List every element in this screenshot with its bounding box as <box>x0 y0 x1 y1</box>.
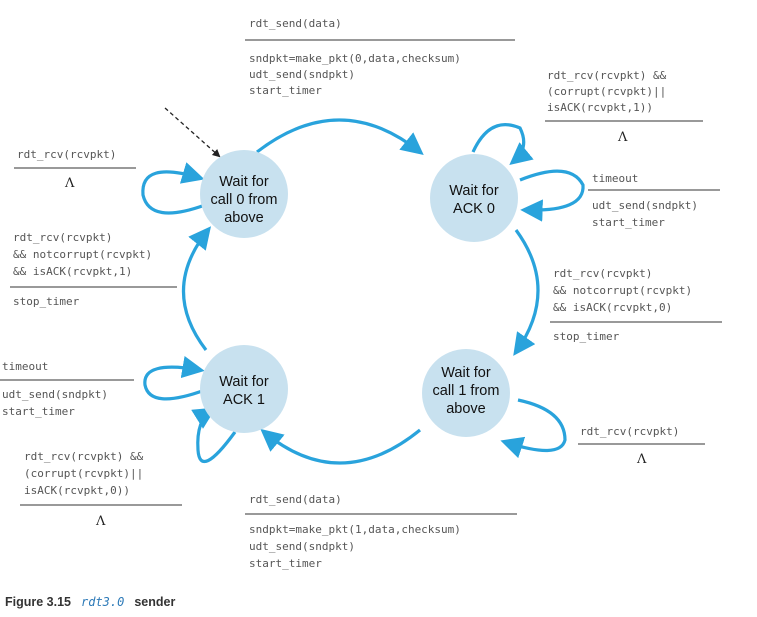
caption-suffix: sender <box>134 595 175 609</box>
state-wait-call1-line1: Wait for <box>441 365 491 381</box>
arrow-call0-to-ack0 <box>256 118 424 155</box>
transition-send0-action2: udt_send(sndpkt) <box>249 68 355 81</box>
transition-ack1-corrupt-event3: isACK(rcvpkt,0)) <box>24 484 130 497</box>
transition-ack0-recv-event2: && notcorrupt(rcvpkt) <box>553 284 692 297</box>
transition-send1-event: rdt_send(data) <box>249 493 342 506</box>
transition-ack1-timeout-action1: udt_send(sndpkt) <box>2 388 108 401</box>
transition-ack1-recv-event3: && isACK(rcvpkt,1) <box>13 265 132 278</box>
transition-ack0-recv-action: stop_timer <box>553 330 620 343</box>
transition-ack1-corrupt-action: Λ <box>95 514 106 529</box>
initial-state-arrow <box>164 107 221 158</box>
loop-ack1-left <box>143 355 206 401</box>
transition-send1-action1: sndpkt=make_pkt(1,data,checksum) <box>249 523 461 536</box>
transition-ack1-timeout-event: timeout <box>2 360 48 373</box>
transition-ack1-recv: rdt_rcv(rcvpkt) && notcorrupt(rcvpkt) &&… <box>10 231 177 308</box>
transition-ack0-timeout-action2: start_timer <box>592 216 665 229</box>
transition-send0-action3: start_timer <box>249 84 322 97</box>
caption-code: rdt3.0 <box>81 595 124 609</box>
state-wait-call0-line1: Wait for <box>219 174 269 190</box>
transition-send1-action2: udt_send(sndpkt) <box>249 540 355 553</box>
transition-call0-loop-event: rdt_rcv(rcvpkt) <box>17 148 116 161</box>
state-wait-ack0-line2: ACK 0 <box>453 201 495 217</box>
transition-call0-loop: rdt_rcv(rcvpkt) Λ <box>14 148 136 191</box>
state-wait-ack1-line1: Wait for <box>219 374 269 390</box>
transition-call1-loop-event: rdt_rcv(rcvpkt) <box>580 425 679 438</box>
figure-caption: Figure 3.15 rdt3.0 sender <box>5 593 175 610</box>
transition-ack0-recv-event3: && isACK(rcvpkt,0) <box>553 301 672 314</box>
transition-send0-event: rdt_send(data) <box>249 17 342 30</box>
transition-call0-loop-action: Λ <box>64 176 75 191</box>
state-wait-call0-line2: call 0 from <box>211 192 278 208</box>
state-wait-call1-line2: call 1 from <box>433 383 500 399</box>
transition-ack0-recv-event1: rdt_rcv(rcvpkt) <box>553 267 652 280</box>
loop-ack0-right <box>519 169 585 222</box>
transition-send0-action1: sndpkt=make_pkt(0,data,checksum) <box>249 52 461 65</box>
arrow-ack1-to-call0 <box>181 226 211 351</box>
transition-ack1-recv-event2: && notcorrupt(rcvpkt) <box>13 248 152 261</box>
loop-call0 <box>141 162 206 215</box>
transition-ack0-recv: rdt_rcv(rcvpkt) && notcorrupt(rcvpkt) &&… <box>550 267 722 343</box>
transition-call1-loop-action: Λ <box>636 452 647 467</box>
transition-ack1-timeout: timeout udt_send(sndpkt) start_timer <box>0 360 134 418</box>
transition-send0: rdt_send(data) sndpkt=make_pkt(0,data,ch… <box>245 17 515 97</box>
transition-ack0-timeout-event: timeout <box>592 172 638 185</box>
transition-ack1-timeout-action2: start_timer <box>2 405 75 418</box>
transition-ack1-recv-event1: rdt_rcv(rcvpkt) <box>13 231 112 244</box>
arrow-ack0-to-call1 <box>513 229 540 356</box>
arrow-call1-to-ack1 <box>260 428 422 465</box>
loop-call1 <box>500 398 567 459</box>
transition-ack1-corrupt-event1: rdt_rcv(rcvpkt) && <box>24 450 144 463</box>
state-wait-call1-line3: above <box>446 401 486 417</box>
transition-ack1-recv-action: stop_timer <box>13 295 80 308</box>
caption-figure-number: Figure 3.15 <box>5 595 71 609</box>
transition-ack0-corrupt-event1: rdt_rcv(rcvpkt) && <box>547 69 667 82</box>
state-wait-call1: Wait for call 1 from above <box>422 349 510 437</box>
transition-ack0-timeout-action1: udt_send(sndpkt) <box>592 199 698 212</box>
transition-call1-loop: rdt_rcv(rcvpkt) Λ <box>578 425 705 467</box>
state-wait-ack1-line2: ACK 1 <box>223 392 265 408</box>
loop-ack1-bottom <box>191 407 237 463</box>
transition-ack1-corrupt: rdt_rcv(rcvpkt) && (corrupt(rcvpkt)|| is… <box>20 450 182 529</box>
transition-send1: rdt_send(data) sndpkt=make_pkt(1,data,ch… <box>245 493 517 570</box>
transition-ack0-corrupt: rdt_rcv(rcvpkt) && (corrupt(rcvpkt)|| is… <box>545 69 703 145</box>
state-wait-ack1: Wait for ACK 1 <box>200 345 288 433</box>
transition-send1-action3: start_timer <box>249 557 322 570</box>
transition-ack0-corrupt-event3: isACK(rcvpkt,1)) <box>547 101 653 114</box>
state-wait-call0-line3: above <box>224 210 264 226</box>
transition-ack0-timeout: timeout udt_send(sndpkt) start_timer <box>588 172 720 229</box>
caption-text: Figure 3.15 rdt3.0 sender <box>5 593 175 610</box>
state-wait-ack0: Wait for ACK 0 <box>430 154 518 242</box>
loop-ack0-top <box>471 123 534 166</box>
state-wait-ack0-line1: Wait for <box>449 183 499 199</box>
state-wait-call0: Wait for call 0 from above <box>200 150 288 238</box>
transition-ack1-corrupt-event2: (corrupt(rcvpkt)|| <box>24 467 143 480</box>
transition-ack0-corrupt-action: Λ <box>617 130 628 145</box>
transition-ack0-corrupt-event2: (corrupt(rcvpkt)|| <box>547 85 666 98</box>
